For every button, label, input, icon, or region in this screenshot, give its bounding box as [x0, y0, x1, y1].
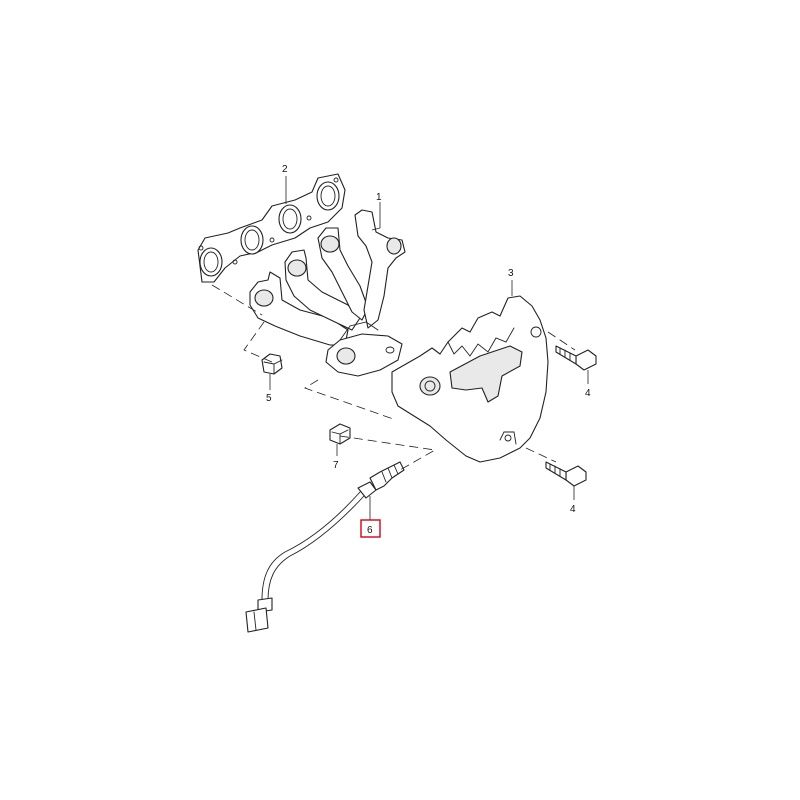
oxygen-sensor — [245, 461, 405, 633]
stud — [329, 423, 351, 445]
callout-4-lower[interactable]: 4 — [570, 504, 576, 515]
callout-7[interactable]: 7 — [333, 460, 339, 471]
callout-3[interactable]: 3 — [508, 268, 514, 279]
callout-4-upper[interactable]: 4 — [585, 388, 591, 399]
bolt-upper — [555, 345, 597, 371]
callout-2[interactable]: 2 — [282, 164, 288, 175]
nut — [261, 353, 283, 375]
callout-6-highlight-box — [360, 519, 381, 538]
assembly-lines — [211, 284, 576, 471]
heat-shield — [391, 295, 549, 463]
exhaust-manifold — [249, 209, 406, 377]
callout-1[interactable]: 1 — [376, 192, 382, 203]
callouts: 1 2 3 4 4 5 6 7 — [266, 164, 591, 538]
callout-6[interactable]: 6 — [367, 525, 373, 536]
leader-lines — [269, 176, 589, 520]
bolt-lower — [545, 461, 587, 487]
manifold-gasket — [197, 173, 346, 283]
callout-5[interactable]: 5 — [266, 393, 272, 404]
